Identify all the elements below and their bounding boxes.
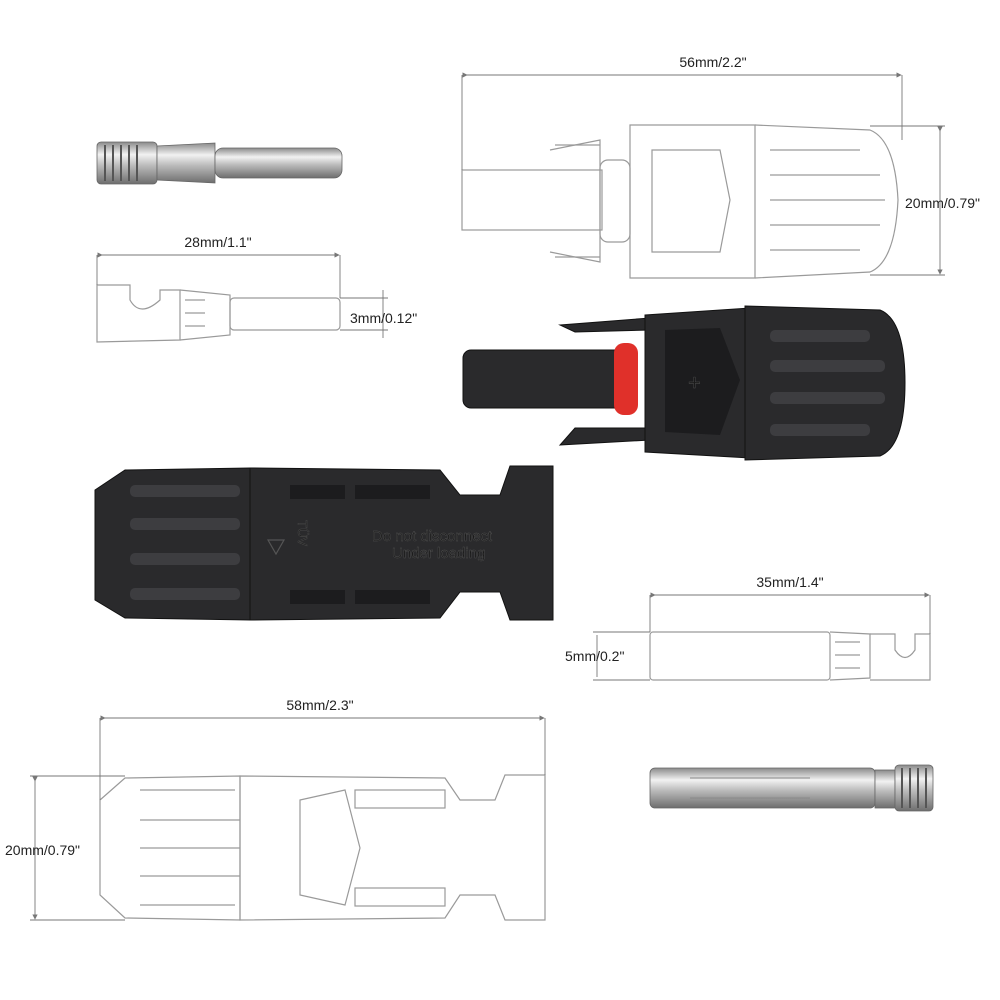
female-diameter-label: 20mm/0.79" (5, 842, 80, 858)
dimension-male-diameter: 20mm/0.79" (870, 125, 980, 276)
pin-length-label: 28mm/1.1" (184, 234, 251, 250)
male-connector-outline (461, 124, 899, 279)
female-socket-photo (649, 764, 934, 812)
svg-text:TÜV: TÜV (295, 520, 310, 546)
dimension-pin-length: 28mm/1.1" (96, 234, 341, 298)
dimension-female-diameter: 20mm/0.79" (5, 775, 125, 921)
dimension-female-length: 58mm/2.3" (99, 697, 546, 800)
warning-text-line1: Do not disconnect (372, 528, 493, 545)
female-connector-outline (99, 774, 546, 921)
dimension-pin-diameter: 3mm/0.12" (340, 290, 417, 338)
male-connector-photo: + (462, 305, 906, 461)
warning-text-line2: Under loading (392, 545, 485, 562)
male-pin-photo (96, 141, 343, 185)
male-pin-outline (96, 284, 341, 343)
seal-ring (614, 343, 638, 415)
male-diameter-label: 20mm/0.79" (905, 195, 980, 211)
female-socket-outline (649, 631, 931, 681)
female-connector-photo: Do not disconnect Under loading TÜV (94, 465, 554, 621)
tuv-logo: TÜV (266, 520, 310, 556)
pin-diameter-label: 3mm/0.12" (350, 310, 417, 326)
dimension-male-length: 56mm/2.2" (461, 54, 903, 170)
socket-diameter-label: 5mm/0.2" (565, 648, 624, 664)
male-length-label: 56mm/2.2" (679, 54, 746, 70)
dimension-socket-diameter: 5mm/0.2" (565, 631, 650, 681)
dimension-socket-length: 35mm/1.4" (649, 574, 931, 634)
socket-length-label: 35mm/1.4" (756, 574, 823, 590)
female-length-label: 58mm/2.3" (286, 697, 353, 713)
polarity-mark: + (688, 370, 701, 395)
